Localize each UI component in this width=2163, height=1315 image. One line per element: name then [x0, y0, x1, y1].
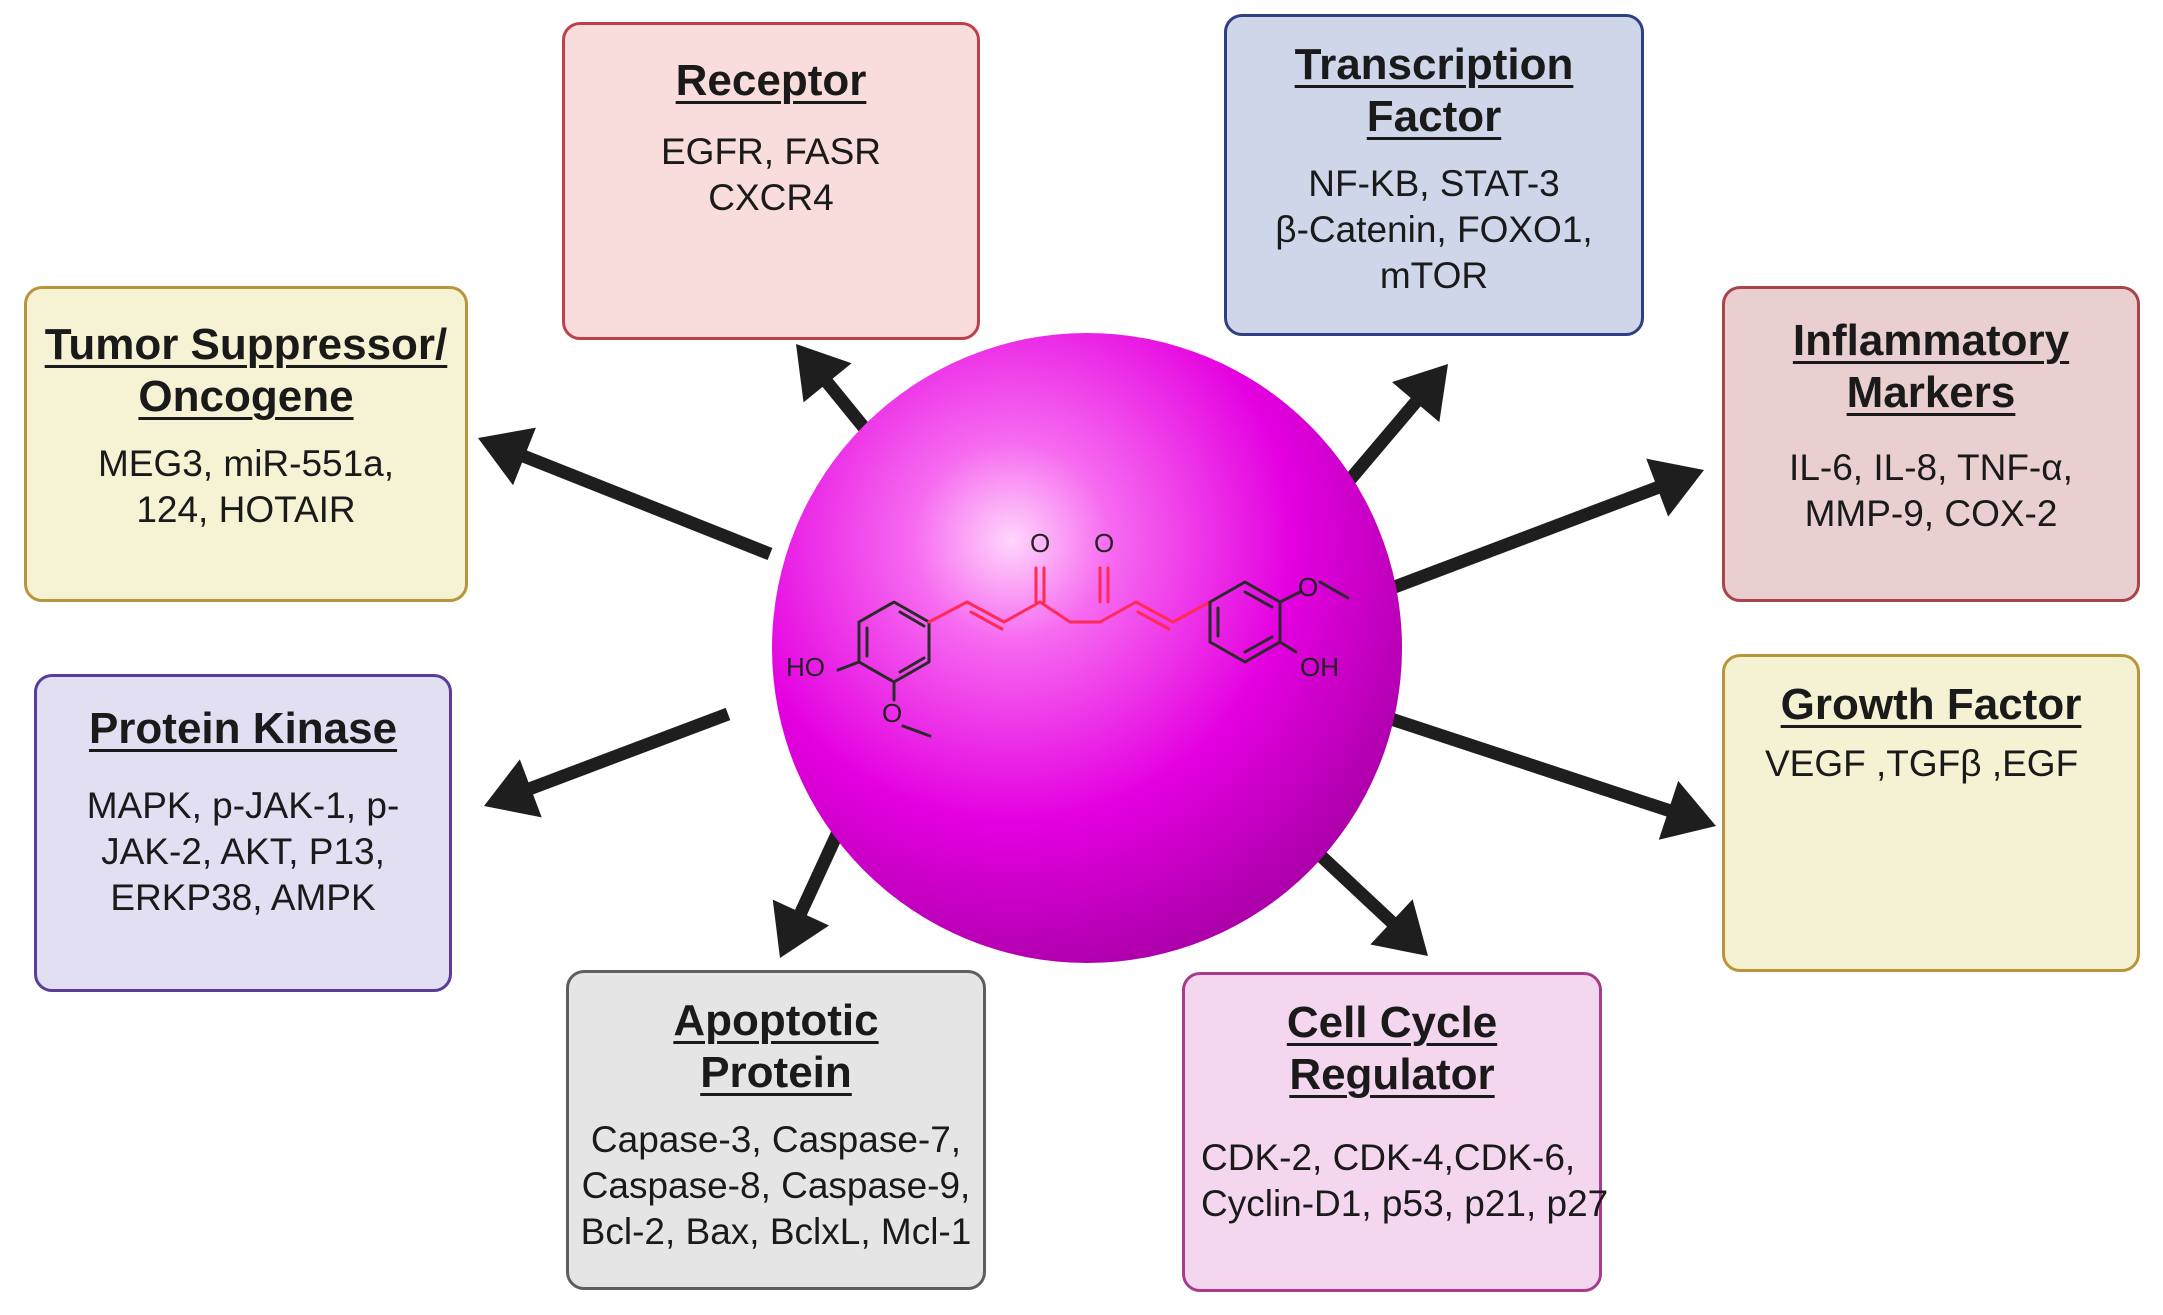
tumor-suppressor-title-line: Tumor Suppressor/ — [44, 320, 448, 369]
arrows-group — [478, 344, 1716, 958]
inflammatory-markers-title-line: Inflammatory — [1792, 316, 2070, 365]
growth-factor-title: Growth Factor — [1781, 679, 2082, 731]
right-carbonyl-oxygen: O — [1094, 528, 1114, 558]
arrow-head-apoptotic — [772, 899, 830, 958]
inflammatory-markers-items: IL-6, IL-8, TNF-α, MMP-9, COX-2 — [1789, 445, 2073, 537]
arrow-shaft-tumor — [518, 448, 773, 561]
transcription-factor-item-line: β-Catenin, FOXO1, — [1275, 209, 1593, 250]
protein-kinase-item-line: JAK-2, AKT, P13, — [101, 831, 385, 872]
cell-cycle-regulator-box: Cell Cycle Regulator CDK-2, CDK-4,CDK-6,… — [1182, 972, 1609, 1292]
growth-factor-box: Growth Factor VEGF ,TGFβ ,EGF — [1722, 654, 2140, 972]
protein-kinase-items: MAPK, p-JAK-1, p- JAK-2, AKT, P13, ERKP3… — [87, 783, 400, 921]
curcumin-molecule: HO O O O O OH — [786, 528, 1350, 738]
arrow-head-growth — [1658, 780, 1716, 840]
right-substituents — [1278, 580, 1350, 654]
compound-sphere — [772, 333, 1402, 963]
left-substituents — [836, 660, 932, 738]
tumor-suppressor-title: Tumor Suppressor/ Oncogene — [45, 319, 448, 423]
cell-cycle-regulator-item-line: CDK-2, CDK-4,CDK-6, — [1201, 1137, 1576, 1178]
growth-factor-title-line: Growth Factor — [1780, 680, 2082, 729]
apoptotic-protein-item-line: Bcl-2, Bax, BclxL, Mcl-1 — [580, 1211, 972, 1252]
arrow-head-receptor — [796, 344, 852, 403]
left-hydroxyl-label: HO — [786, 652, 825, 682]
transcription-factor-title: Transcription Factor — [1295, 39, 1574, 143]
cell-cycle-regulator-title-line: Regulator — [1289, 1050, 1495, 1099]
receptor-item-line: CXCR4 — [708, 177, 834, 218]
protein-kinase-item-line: MAPK, p-JAK-1, p- — [86, 785, 400, 826]
apoptotic-protein-items: Capase-3, Caspase-7, Caspase-8, Caspase-… — [581, 1117, 972, 1255]
tumor-suppressor-title-line: Oncogene — [138, 372, 354, 421]
arrow-shaft-transcription — [1343, 394, 1424, 487]
right-hydroxyl-label: OH — [1300, 652, 1339, 682]
protein-kinase-box: Protein Kinase MAPK, p-JAK-1, p- JAK-2, … — [34, 674, 452, 992]
transcription-factor-box: Transcription Factor NF-KB, STAT-3 β-Cat… — [1224, 14, 1644, 336]
tumor-suppressor-box: Tumor Suppressor/ Oncogene MEG3, miR-551… — [24, 286, 468, 602]
tumor-suppressor-item-line: 124, HOTAIR — [136, 489, 356, 530]
central-chain — [927, 566, 1212, 631]
cell-cycle-regulator-item-line: Cyclin-D1, p53, p21, p27 — [1201, 1183, 1609, 1224]
cell-cycle-regulator-items: CDK-2, CDK-4,CDK-6, Cyclin-D1, p53, p21,… — [1199, 1135, 1609, 1227]
protein-kinase-item-line: ERKP38, AMPK — [110, 877, 376, 918]
apoptotic-protein-box: Apoptotic Protein Capase-3, Caspase-7, C… — [566, 970, 986, 1290]
arrow-head-tumor — [478, 427, 536, 486]
right-methoxy-oxygen: O — [1298, 572, 1318, 602]
receptor-title: Receptor — [676, 55, 867, 107]
inflammatory-markers-item-line: IL-6, IL-8, TNF-α, — [1789, 447, 2073, 488]
receptor-items: EGFR, FASR CXCR4 — [661, 129, 881, 221]
protein-kinase-title: Protein Kinase — [89, 703, 397, 755]
arrow-head-transcription — [1392, 364, 1448, 423]
cell-cycle-regulator-title-line: Cell Cycle — [1286, 998, 1498, 1047]
transcription-factor-title-line: Factor — [1366, 92, 1502, 141]
arrow-head-cellcycle — [1370, 899, 1428, 956]
apoptotic-protein-title: Apoptotic Protein — [673, 995, 878, 1099]
cell-cycle-regulator-title: Cell Cycle Regulator — [1287, 997, 1497, 1101]
inflammatory-markers-item-line: MMP-9, COX-2 — [1804, 493, 2058, 534]
transcription-factor-item-line: mTOR — [1379, 255, 1489, 296]
growth-factor-items: VEGF ,TGFβ ,EGF — [1739, 741, 2123, 787]
protein-kinase-title-line: Protein Kinase — [88, 704, 398, 753]
growth-factor-item-line: VEGF ,TGFβ ,EGF — [1765, 743, 2079, 784]
transcription-factor-items: NF-KB, STAT-3 β-Catenin, FOXO1, mTOR — [1275, 161, 1592, 299]
apoptotic-protein-item-line: Caspase-8, Caspase-9, — [581, 1165, 971, 1206]
arrow-shaft-inflammatory — [1373, 480, 1664, 601]
apoptotic-protein-item-line: Capase-3, Caspase-7, — [590, 1119, 962, 1160]
inflammatory-markers-title: Inflammatory Markers — [1793, 315, 2069, 419]
arrow-head-kinase — [484, 759, 542, 818]
inflammatory-markers-title-line: Markers — [1846, 368, 2016, 417]
arrow-shaft-kinase — [524, 707, 731, 796]
tumor-suppressor-items: MEG3, miR-551a, 124, HOTAIR — [98, 441, 394, 533]
apoptotic-protein-title-line: Protein — [700, 1048, 852, 1097]
transcription-factor-title-line: Transcription — [1294, 40, 1574, 89]
arrow-head-inflammatory — [1646, 458, 1704, 517]
inflammatory-markers-box: Inflammatory Markers IL-6, IL-8, TNF-α, … — [1722, 286, 2140, 602]
left-carbonyl-oxygen: O — [1030, 528, 1050, 558]
apoptotic-protein-title-line: Apoptotic — [673, 996, 879, 1045]
receptor-item-line: EGFR, FASR — [661, 131, 881, 172]
left-methoxy-oxygen: O — [882, 698, 902, 728]
arrow-shaft-apoptotic — [793, 829, 844, 919]
arrow-shaft-growth — [1373, 707, 1675, 818]
receptor-title-line: Receptor — [675, 56, 867, 105]
tumor-suppressor-item-line: MEG3, miR-551a, — [97, 443, 395, 484]
transcription-factor-item-line: NF-KB, STAT-3 — [1308, 163, 1560, 204]
receptor-box: Receptor EGFR, FASR CXCR4 — [562, 22, 980, 340]
arrow-shaft-receptor — [819, 375, 872, 435]
